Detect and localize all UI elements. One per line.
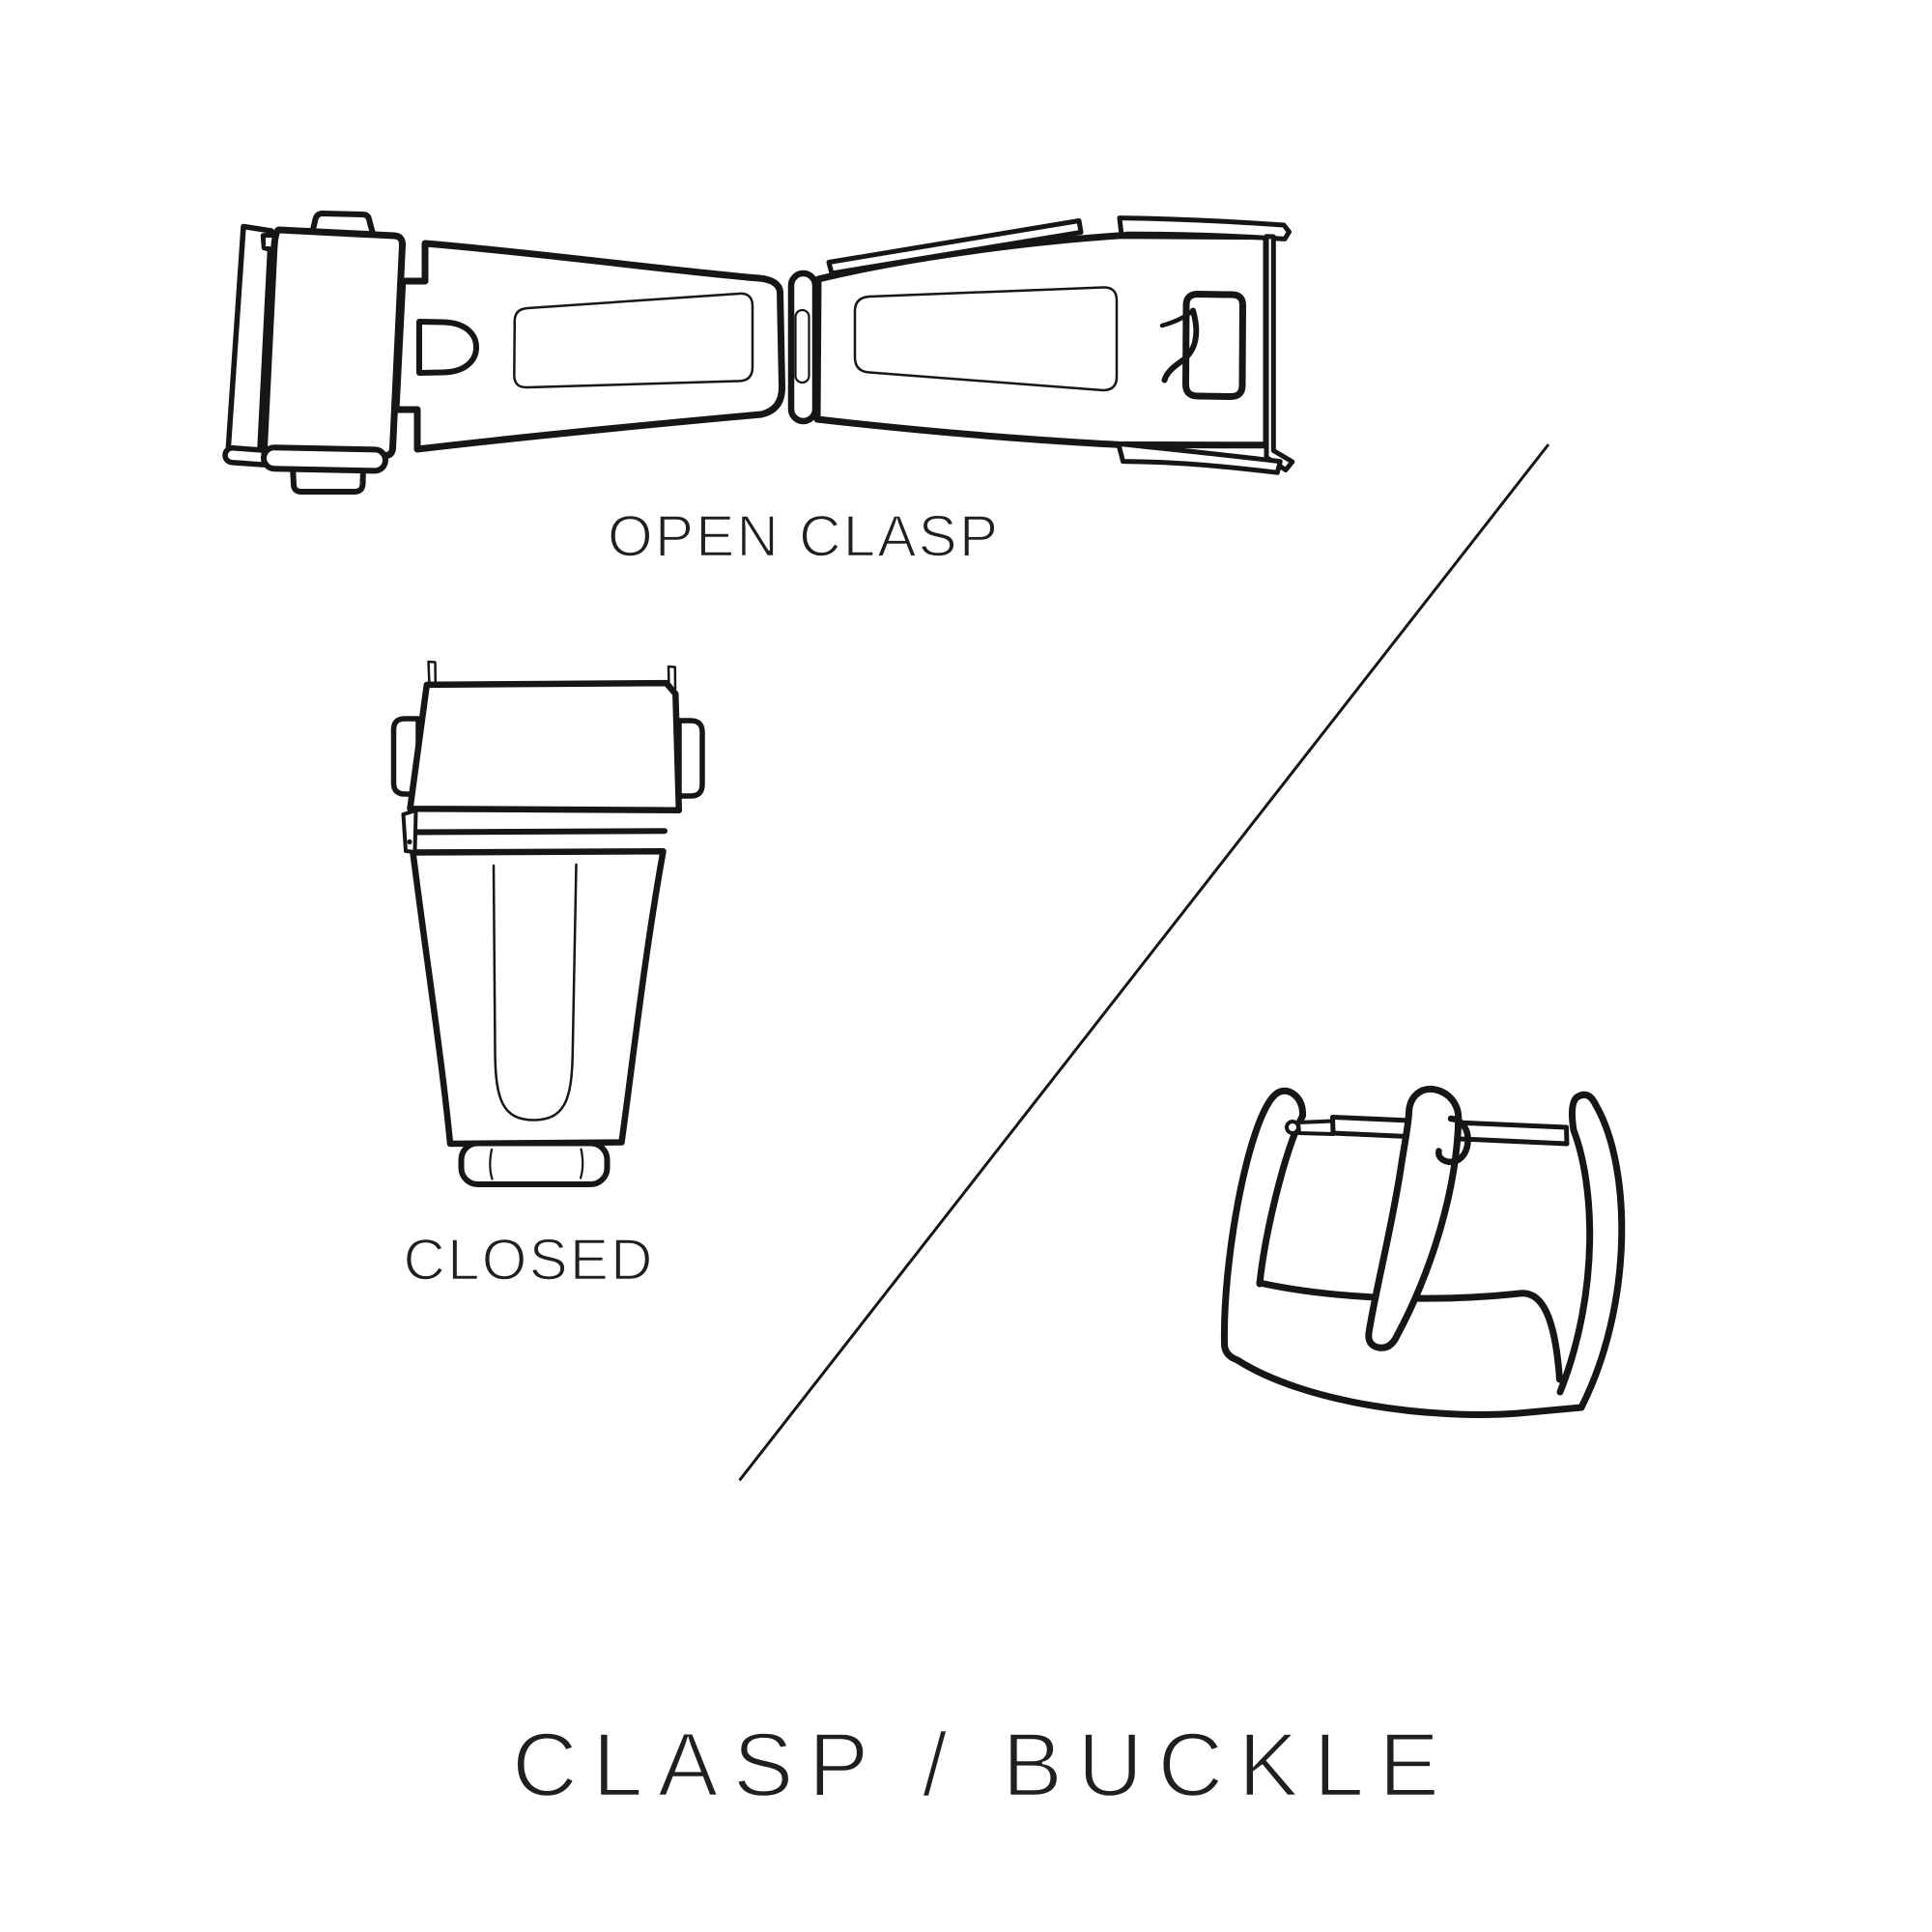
- svg-text:CLASP / BUCKLE: CLASP / BUCKLE: [512, 1714, 1439, 1815]
- svg-text:OPEN CLASP: OPEN CLASP: [608, 504, 998, 569]
